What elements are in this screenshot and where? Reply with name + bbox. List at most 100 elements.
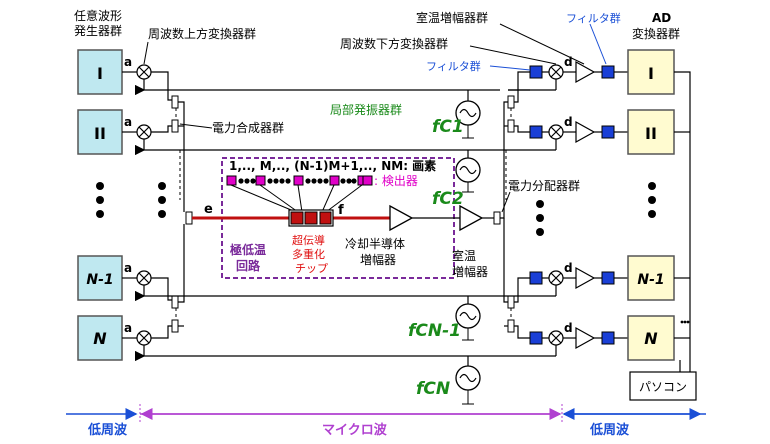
svg-text:変換器群: 変換器群 [632,26,680,41]
band-low-right: 低周波 [589,422,630,438]
room-amp-label: 室温 増幅器 [452,248,488,279]
ad-label-1: I [648,64,654,83]
filter-pointer-top [589,23,607,65]
awg-box-n1: N-1 [77,255,123,301]
cryo-amp-label: 冷却半導体 増幅器 [345,237,405,267]
awg-to-mixer-lines [122,71,137,339]
band-low-left: 低周波 [87,422,128,438]
svg-text:極低温: 極低温 [230,242,266,257]
fc1-label: fC1 [432,117,464,137]
svg-text:任意波形: 任意波形 [74,8,122,23]
svg-text:a: a [124,321,132,335]
awg-label-n: N [93,329,107,348]
pre-mixer-filters [529,65,543,345]
awg-box-n: N [77,315,123,361]
downconverter-pointer [469,45,557,65]
mixer-to-combiner-lines [151,71,172,339]
pixel-label: 1,.., M,.., (N-1)M+1,.., NM: 画素 [229,158,436,173]
room-amp-pointer [499,23,585,65]
combiner-pointer [179,123,213,129]
post-amp-filters [601,65,615,345]
svg-text:増幅器: 増幅器 [360,252,396,267]
downconverter-mixers [548,64,564,346]
awg-group-label: 任意波形 発生器群 [74,8,122,38]
awg-label-n1: N-1 [86,272,113,288]
svg-text:a: a [124,55,132,69]
svg-text:冷却半導体: 冷却半導体 [345,237,405,251]
mixer-amp-lines [563,71,628,339]
local-oscillator-2 [455,157,481,193]
node-e: e [204,202,213,217]
divider-pointer [501,191,511,213]
right-ellipsis-dots [536,182,656,236]
cryogenic-amplifier [389,204,414,232]
svg-text:d: d [564,115,573,129]
node-d-labels: d d d d [564,55,573,335]
detector-row [226,175,368,213]
ad-label-2: II [645,124,657,143]
ad-box-n1: N-1 [627,255,675,301]
room-temp-amplifier [459,204,484,232]
ad-box-1: I [627,49,675,95]
ad-group-label: AD 変換器群 [632,11,680,41]
pc-dots [680,320,690,324]
pc-bus [674,71,691,372]
combiner-tree [178,101,185,327]
svg-text:増幅器: 増幅器 [452,264,488,279]
local-oscillator-n [455,365,481,405]
fcn1-label: fCN-1 [408,321,461,341]
ad-box-n: N [627,315,675,361]
upconverter-mixers [136,64,152,346]
pc-label: パソコン [639,380,687,394]
svg-text:発生器群: 発生器群 [74,24,122,38]
svg-text:d: d [564,55,573,69]
superconducting-chip [288,209,334,227]
local-oscillator-n1 [455,303,481,341]
filter-group-label-mid: フィルタ群 [426,59,481,73]
upconverter-pointer [143,41,149,65]
detector-label: : 検出器 [374,174,418,188]
node-f: f [338,203,344,218]
awg-label-2: II [94,124,106,143]
sc-chip-label: 超伝導 多重化 チップ [292,233,328,275]
fc2-label: fC2 [432,189,464,209]
power-divider-group-label: 電力分配器群 [508,179,580,193]
detector-legend-swatch [362,175,373,186]
svg-text:回路: 回路 [236,258,261,273]
svg-text:d: d [564,261,573,275]
svg-text:d: d [564,321,573,335]
ad-label-n: N [644,329,658,348]
local-osc-group-label: 局部発振器群 [330,102,402,117]
svg-text:室温: 室温 [452,248,476,263]
awg-box-1: I [77,49,123,95]
svg-text:超伝導: 超伝導 [292,233,325,247]
ad-box-2: II [627,109,675,155]
left-ellipsis-dots [96,182,166,218]
divider-tree [482,71,530,339]
upconverter-group-label: 周波数上方変換器群 [148,26,256,41]
svg-text:多重化: 多重化 [292,247,325,261]
room-temp-amp-group-label: 室温増幅器群 [416,10,488,25]
cryo-circuit-label: 極低温 回路 [230,242,266,273]
downconverter-group-label: 周波数下方変換器群 [340,36,448,51]
dashed-combiner-links [175,108,181,320]
lo-freq-labels: fC1 fC2 fCN-1 fCN [408,117,464,399]
filter-group-label-top: フィルタ群 [566,11,621,25]
svg-text:AD: AD [652,11,671,25]
awg-label-1: I [97,64,103,83]
filter-mixer-lines [500,71,557,357]
fcn-label: fCN [416,379,450,399]
band-arrows [66,404,706,424]
svg-text:チップ: チップ [295,262,328,275]
ad-label-n1: N-1 [637,272,664,288]
power-combiner-group-label: 電力合成器群 [212,120,284,135]
svg-text:a: a [124,261,132,275]
band-micro: マイクロ波 [322,422,388,438]
svg-text:a: a [124,115,132,129]
dashed-divider-links [505,108,512,320]
awg-box-2: II [77,109,123,155]
node-a-labels: a a a a [124,55,132,335]
post-mixer-amplifiers [575,60,596,350]
